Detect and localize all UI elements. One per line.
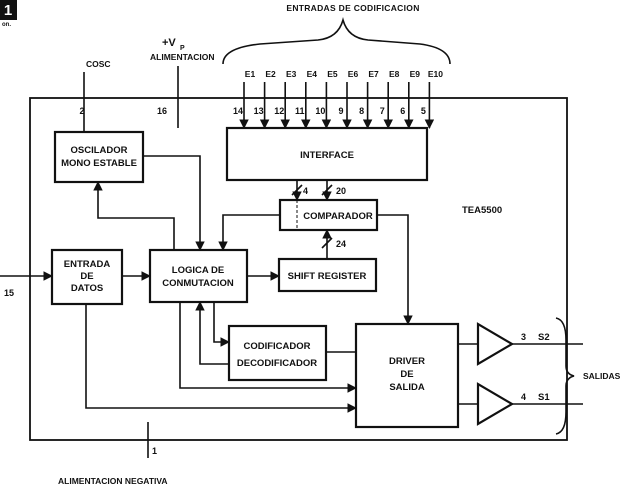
bus-tick-4 <box>291 184 303 196</box>
bus-tick-20 <box>321 184 333 196</box>
coding-input-label: E1 <box>245 69 256 79</box>
coding-input-label: E7 <box>368 69 379 79</box>
coding-input-pin-number: 13 <box>254 106 264 116</box>
wire-data-to-driver <box>85 304 357 413</box>
data-input-line-2: DE <box>80 271 93 282</box>
comparator-label: COMPARADOR <box>303 211 373 222</box>
switching-logic-line-1: LOGICA DE <box>172 265 224 276</box>
buffer-s1 <box>476 382 515 426</box>
coding-input-pin-number: 12 <box>274 106 284 116</box>
coding-input-label: E10 <box>428 69 443 79</box>
ic-outline <box>29 97 568 441</box>
pin-out-s1: 4 <box>521 392 526 402</box>
ground-pin-number: 1 <box>152 446 157 456</box>
buffer-s2 <box>476 322 515 366</box>
oscillator-line-2: MONO ESTABLE <box>61 158 137 169</box>
bus-20-label: 20 <box>336 186 346 196</box>
chip-name: TEA5500 <box>462 205 502 216</box>
bus-4-label: 4 <box>303 186 308 196</box>
coding-input-label: E5 <box>327 69 338 79</box>
data-in-pin-number: 15 <box>4 288 14 298</box>
data-input-line-3: DATOS <box>71 283 103 294</box>
inputs-brace <box>222 17 451 65</box>
codec-line-1: CODIFICADOR <box>243 341 310 352</box>
coding-input-label: E3 <box>286 69 297 79</box>
switching-logic-block <box>148 248 249 304</box>
wire-logic-to-osc <box>93 181 175 250</box>
codec-line-2: DECODIFICADOR <box>237 358 317 369</box>
coding-input-label: E8 <box>389 69 400 79</box>
wire-logic-to-codec <box>213 302 230 347</box>
wire-comp-to-driver <box>377 214 413 325</box>
data-input-line-1: ENTRADA <box>64 259 111 270</box>
interface-label: INTERFACE <box>300 150 354 161</box>
codec-block <box>227 324 328 382</box>
figure-number: 1 <box>4 2 12 19</box>
outputs-label: SALIDAS <box>583 371 621 381</box>
wire-osc-to-logic <box>143 155 205 251</box>
coding-input-label: E6 <box>348 69 359 79</box>
driver-line-3: SALIDA <box>389 382 425 393</box>
outputs-brace <box>555 317 575 435</box>
shift-register-label: SHIFT REGISTER <box>288 271 367 282</box>
wire-logic-to-driver <box>179 302 357 393</box>
coding-input-label: E9 <box>410 69 421 79</box>
driver-line-1: DRIVER <box>389 356 425 367</box>
figure-tag: on. <box>2 22 11 28</box>
output-s2-label: S2 <box>538 332 550 343</box>
wire-comp-to-logic <box>218 214 280 251</box>
supply-subscript: P <box>180 45 185 52</box>
bus-tick-24 <box>321 237 333 249</box>
coding-input-pin-number: 14 <box>233 106 243 116</box>
coding-input-pin-number: 8 <box>359 106 364 116</box>
supply-label: +V P <box>162 37 185 52</box>
output-s1-label: S1 <box>538 392 550 403</box>
oscillator-line-1: OSCILADOR <box>71 145 128 156</box>
data-input-block <box>50 248 124 306</box>
switching-logic-line-2: CONMUTACION <box>162 278 234 289</box>
driver-line-2: DE <box>400 369 413 380</box>
coding-input-pin-number: 10 <box>315 106 325 116</box>
oscillator-block <box>53 130 145 184</box>
coding-input-pin-number: 7 <box>380 106 385 116</box>
bus-24-label: 24 <box>336 239 346 249</box>
coding-input-pin-number: 5 <box>421 106 426 116</box>
osc-label: COSC <box>86 59 111 69</box>
pin-out-s2: 3 <box>521 332 526 342</box>
coding-input-label: E2 <box>265 69 276 79</box>
osc-pin-number: 2 <box>79 106 84 116</box>
coding-input-pin-number: 6 <box>400 106 405 116</box>
interface-block <box>225 126 429 182</box>
coding-input-label: E4 <box>307 69 318 79</box>
supply-symbol: +V <box>162 37 176 49</box>
ground-label: ALIMENTACION NEGATIVA <box>58 476 168 486</box>
supply-pin-number: 16 <box>157 106 167 116</box>
coding-inputs: E1 14 E2 13 E3 12 E4 11 E5 10 E6 9 E7 8 E8 7 E9 6 E10 5 <box>233 69 443 129</box>
inputs-title: ENTRADAS DE CODIFICACION <box>286 3 419 13</box>
coding-input-pin-number: 9 <box>338 106 343 116</box>
coding-input-pin-number: 11 <box>295 106 305 116</box>
figure-badge: 1 on. <box>0 0 17 28</box>
supply-name: ALIMENTACION <box>150 52 215 62</box>
wire-codec-to-logic <box>195 301 229 365</box>
